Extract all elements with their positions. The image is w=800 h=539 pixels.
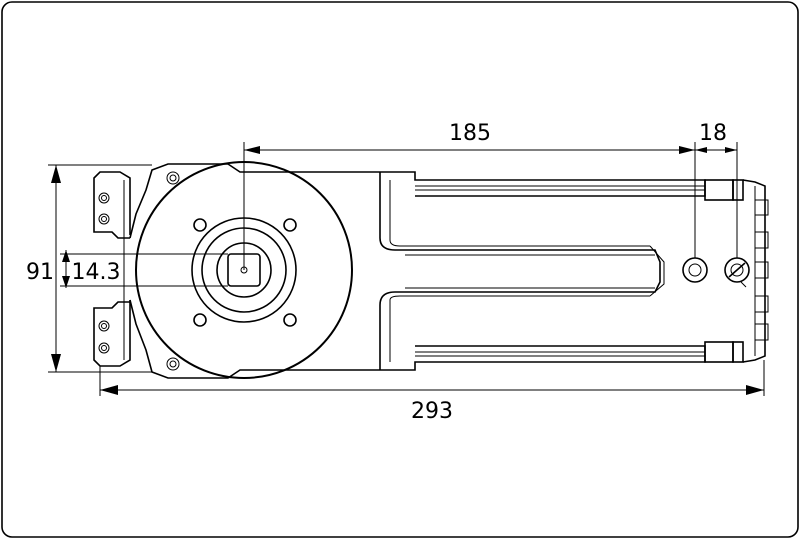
dimension-18: 18	[699, 121, 727, 146]
dimension-293: 293	[411, 399, 453, 424]
dimension-14-3: 14.3	[72, 260, 121, 285]
dimension-91: 91	[26, 260, 54, 285]
dimension-lines	[48, 142, 765, 396]
dimension-185: 185	[449, 121, 491, 146]
